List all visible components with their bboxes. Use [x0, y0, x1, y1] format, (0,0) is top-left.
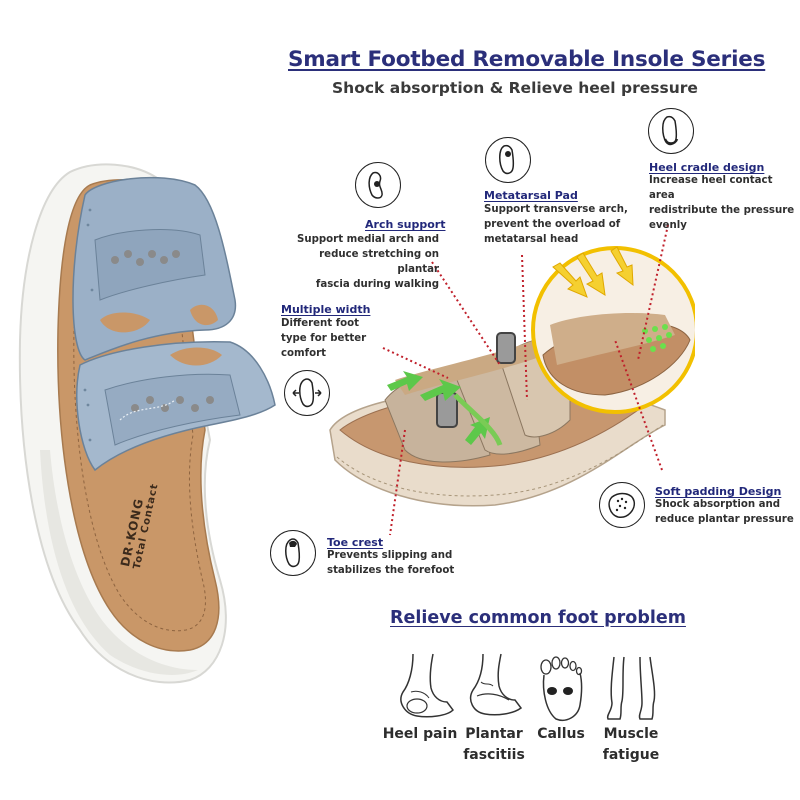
feature-metatarsal-title: Metatarsal Pad	[484, 189, 578, 202]
feature-arch-title: Arch support	[365, 218, 446, 231]
feature-toe-title: Toe crest	[327, 536, 384, 549]
page-title: Smart Footbed Removable Insole Series	[288, 47, 766, 72]
problems-heading: Relieve common foot problem	[390, 608, 686, 628]
feature-padding-title: Soft padding Design	[655, 485, 782, 498]
feature-width-title: Multiple width	[281, 303, 371, 316]
feature-heel-title: Heel cradle design	[649, 161, 765, 174]
foot-arch-icon	[355, 162, 401, 208]
problem-label-heel-pain: Heel pain	[382, 726, 458, 742]
feature-padding-desc: Shock absorption and reduce plantar pres…	[655, 499, 794, 525]
plantar-fasciitis-icon	[469, 653, 523, 716]
foot-heel-icon	[648, 108, 694, 154]
beige-sandal-image	[329, 246, 695, 507]
blue-sandal-image	[18, 163, 276, 684]
foot-toe-icon	[270, 530, 316, 576]
feature-width-desc: Different foot type for better comfort	[281, 318, 367, 359]
problem-label-muscle-fatigue: Muscle fatigue	[602, 726, 660, 763]
page-subtitle: Shock absorption & Relieve heel pressure	[332, 79, 698, 97]
feature-arch-desc: Support medial arch and reduce stretchin…	[297, 234, 439, 290]
feature-metatarsal-desc: Support transverse arch, prevent the ove…	[484, 204, 628, 245]
foot-metatarsal-icon	[485, 137, 531, 183]
feature-toe-desc: Prevents slipping and stabilizes the for…	[327, 550, 455, 576]
heel-pain-icon	[400, 653, 454, 718]
problem-label-plantar-fasciitis: Plantar fascitiis	[463, 726, 525, 763]
muscle-fatigue-icon	[606, 656, 656, 720]
callus-icon	[540, 656, 583, 721]
feature-heel-desc: Increase heel contact area redistribute …	[649, 175, 795, 231]
foot-width-icon	[284, 370, 330, 416]
insole-padding-icon	[599, 482, 645, 528]
problem-label-callus: Callus	[537, 726, 585, 742]
